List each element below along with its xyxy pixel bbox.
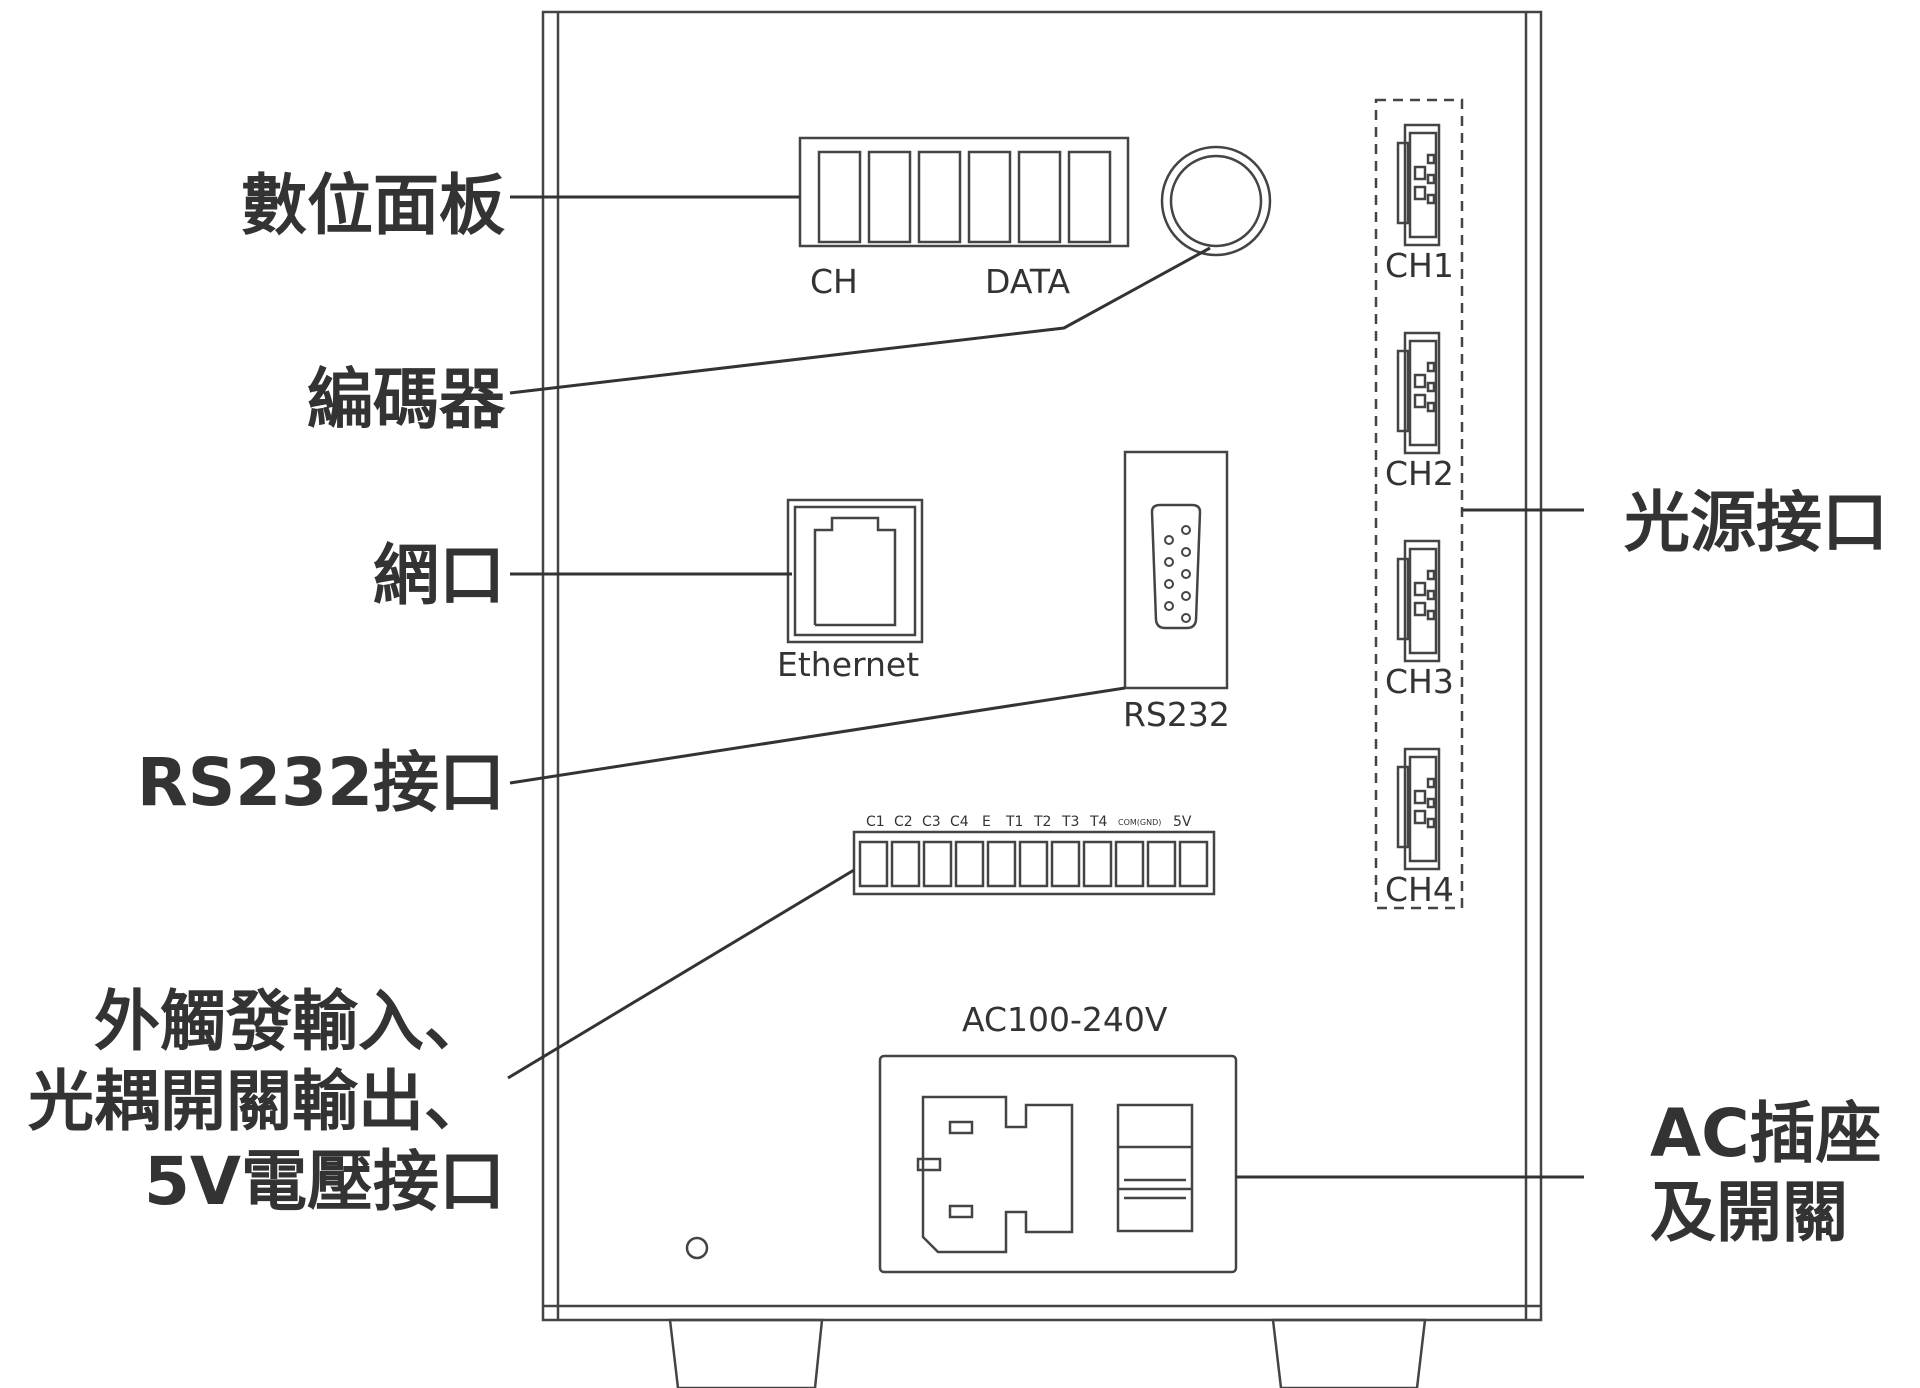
leader-lines: [507, 195, 1584, 1179]
callout-ac-line1: AC插座: [1650, 1095, 1882, 1172]
pin-label-t1: T1: [1005, 814, 1023, 830]
digital-display: CH DATA: [798, 136, 1130, 301]
channel-connector-icon: [1396, 747, 1441, 871]
leader-rs232: [509, 686, 1126, 785]
display-ch-label: CH: [810, 262, 858, 301]
channel-label-ch3: CH3: [1385, 662, 1454, 701]
channel-label-ch1: CH1: [1385, 246, 1454, 285]
terminal-cell: [954, 840, 985, 888]
pin-label-t3: T3: [1061, 814, 1079, 830]
terminal-cell: [1050, 840, 1081, 888]
callout-light-source: 光源接口: [1624, 484, 1888, 561]
ethernet-label: Ethernet: [777, 645, 919, 684]
pin-label-5v: 5V: [1173, 814, 1192, 830]
terminal-cell: [1178, 840, 1209, 888]
terminal-cell: [1082, 840, 1113, 888]
terminal-cell: [1114, 840, 1145, 888]
pin-label-t4: T4: [1089, 814, 1108, 830]
ac-voltage-label: AC100-240V: [962, 1000, 1168, 1039]
power-switch-icon: [1116, 1103, 1194, 1233]
callout-io-line3: 5V電壓接口: [144, 1143, 505, 1220]
callout-io-line1: 外觸發輸入、: [94, 983, 490, 1060]
pin-label-com-gnd: COM(GND): [1118, 818, 1161, 827]
ethernet-port: Ethernet: [777, 498, 924, 684]
leader-io: [507, 868, 855, 1080]
encoder-knob-icon: [1160, 145, 1272, 257]
terminal-cell: [890, 840, 921, 888]
terminal-cell: [1018, 840, 1049, 888]
ac-inlet-and-switch: AC100-240V: [878, 1000, 1238, 1274]
callout-labels: 數位面板 編碼器 網口 RS232接口 外觸發輸入、 光耦開關輸出、 5V電壓接…: [28, 167, 1888, 1251]
light-source-connectors: CH1 CH2 CH3 CH4: [1374, 98, 1464, 910]
callout-network-port: 網口: [373, 537, 505, 614]
pin-label-c4: C4: [950, 814, 969, 830]
channel-label-ch2: CH2: [1385, 454, 1454, 493]
callout-rs232: RS232接口: [137, 744, 505, 821]
terminal-cell: [1146, 840, 1177, 888]
callout-encoder: 編碼器: [307, 361, 506, 438]
pin-label-c3: C3: [922, 814, 941, 830]
enclosure: [541, 10, 1543, 1322]
rs232-label: RS232: [1123, 695, 1230, 734]
pin-label-t2: T2: [1033, 814, 1051, 830]
pin-label-c1: C1: [866, 814, 885, 830]
leader-encoder: [509, 246, 1211, 395]
callout-io-line2: 光耦開關輸出、: [28, 1063, 490, 1140]
rs232-port: RS232: [1123, 450, 1230, 734]
terminal-cell: [858, 840, 889, 888]
channel-connector-icon: [1396, 123, 1441, 247]
callout-digital-panel: 數位面板: [241, 167, 505, 244]
channel-connector-icon: [1396, 331, 1441, 455]
callout-ac-line2: 及開關: [1650, 1174, 1848, 1251]
feet: [668, 1318, 1427, 1388]
iec-inlet-icon: [921, 1095, 1074, 1254]
channel-label-ch4: CH4: [1385, 870, 1454, 909]
channel-connector-icon: [1396, 539, 1441, 663]
pin-label-c2: C2: [894, 814, 913, 830]
screw-icon: [685, 1236, 709, 1260]
pin-label-e: E: [982, 814, 991, 830]
terminal-block: C1 C2 C3 C4 E T1 T2 T3 T4 COM(GND) 5V: [852, 814, 1216, 896]
terminal-cell: [986, 840, 1017, 888]
display-data-label: DATA: [985, 262, 1070, 301]
terminal-cell: [922, 840, 953, 888]
